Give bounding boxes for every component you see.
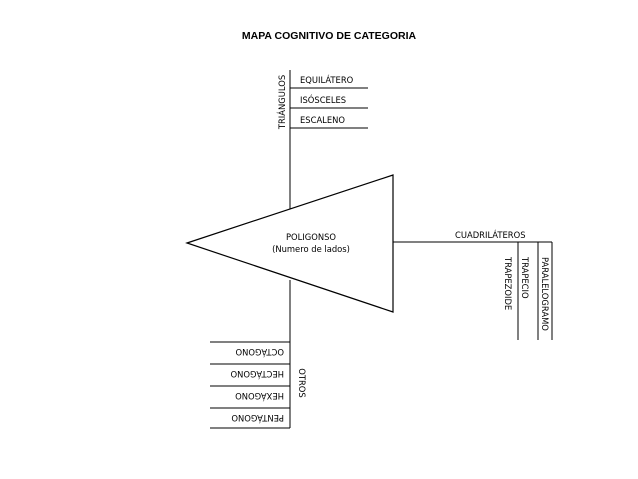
triangulos-item: ESCALENO (300, 115, 345, 125)
cuadrilateros-item: TRAPECIO (520, 256, 530, 299)
cuadrilateros-item: TRAPEZOIDE (503, 256, 513, 310)
branch-otros: OTROS OCTÁGONO HECTÁGONO HEXÁGONO PENTÁG… (210, 280, 307, 429)
otros-item: HEXÁGONO (235, 391, 284, 402)
branch-cuadrilateros: CUADRILÁTEROS TRAPEZOIDE TRAPECIO PARALE… (393, 229, 553, 340)
center-title: POLIGONSO (286, 232, 336, 242)
map-title: MAPA COGNITIVO DE CATEGORIA (242, 30, 417, 42)
branch-triangulos: TRIÁNGULOS EQUILÁTERO ISÓSCELES ESCALENO (276, 70, 368, 213)
otros-item: OCTÁGONO (235, 347, 284, 358)
otros-item: PENTÁGONO (231, 413, 284, 424)
center-triangle (185, 174, 394, 313)
otros-label: OTROS (297, 368, 307, 397)
triangulos-item: EQUILÁTERO (300, 74, 354, 85)
cuadrilateros-label: CUADRILÁTEROS (455, 229, 526, 240)
triangulos-label: TRIÁNGULOS (276, 75, 287, 130)
otros-item: HECTÁGONO (230, 369, 284, 380)
center-subtitle: (Numero de lados) (272, 244, 350, 254)
triangulos-item: ISÓSCELES (300, 94, 346, 105)
cuadrilateros-item: PARALELOGRAMO (540, 257, 550, 331)
